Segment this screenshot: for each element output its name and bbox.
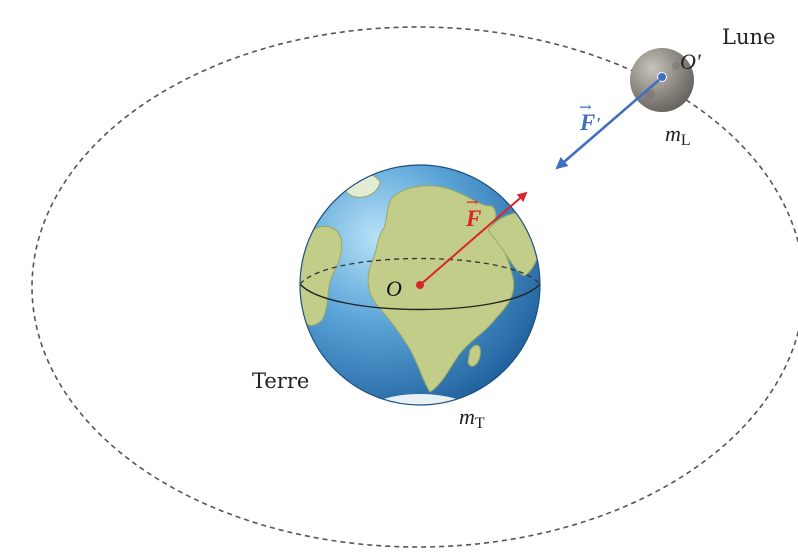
- moon-label: Lune: [722, 25, 775, 49]
- moon-mass-subscript: L: [681, 132, 691, 149]
- force-moon-letter-f: F: [579, 110, 595, 135]
- force-moon-label: → F': [579, 98, 600, 135]
- moon-crater: [672, 62, 680, 70]
- land-antarctica: [380, 394, 460, 405]
- earth-outline: [299, 164, 541, 406]
- moon-mass-symbol: m: [665, 121, 681, 146]
- force-moon-arrow: →: [579, 98, 592, 116]
- equator-back: [299, 257, 541, 285]
- force-moon-on-earth-vector: [555, 79, 660, 170]
- earth-mass-label: mT: [459, 404, 485, 432]
- land-americas: [300, 225, 343, 326]
- land-europe-africa: [367, 185, 515, 393]
- force-earth-label: → F: [465, 193, 481, 231]
- moon-center-point: [657, 72, 667, 82]
- earth-label: Terre: [252, 369, 309, 393]
- earth-landmasses: [300, 172, 540, 405]
- force-moon-prime: ': [595, 114, 600, 134]
- force-moon-letter: F': [579, 110, 600, 135]
- earth-center-label: O: [386, 276, 402, 301]
- force-earth-arrow: →: [466, 193, 479, 211]
- earth-mass-symbol: m: [459, 404, 475, 429]
- earth-mass-subscript: T: [475, 415, 485, 432]
- moon-center-label: O': [680, 49, 701, 74]
- force-earth-on-moon-vector: [419, 191, 528, 286]
- earth-center-point: [416, 281, 424, 289]
- equator-front: [299, 283, 541, 311]
- land-madagascar: [467, 344, 481, 367]
- force-earth-letter: F: [465, 206, 481, 231]
- moon-mass-label: mL: [665, 121, 691, 149]
